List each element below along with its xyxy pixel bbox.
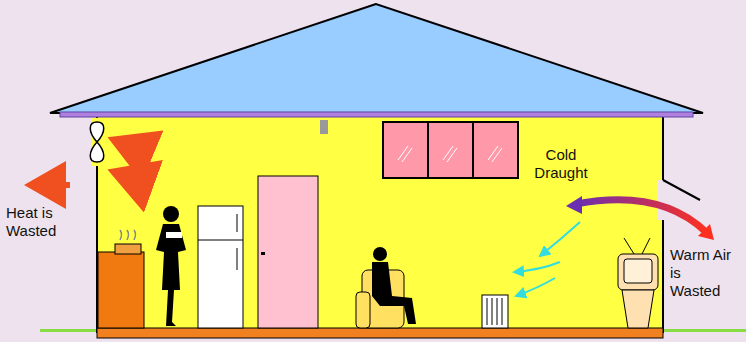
wall-gap (658, 180, 668, 220)
arrowhead (566, 196, 582, 214)
draught-arrow (540, 222, 580, 256)
roof (50, 4, 703, 113)
ceiling-insulation (60, 112, 693, 117)
house-wall (97, 116, 663, 332)
person-standing (156, 206, 186, 326)
floor (97, 328, 663, 338)
window (383, 122, 518, 178)
stove (98, 230, 144, 328)
cold-draught-label: Cold Draught (530, 146, 592, 182)
light-fitting (320, 120, 328, 134)
arrowhead (698, 224, 714, 240)
heat-arrow (30, 182, 70, 188)
heater (482, 295, 508, 328)
draught-arrow (514, 262, 560, 272)
draught-arrow (516, 278, 555, 296)
heat-arrow (114, 172, 150, 185)
heat-wasted-label: Heat is Wasted (6, 204, 62, 240)
door (258, 176, 318, 328)
fridge (198, 206, 243, 328)
draught-double-arrow (576, 200, 706, 232)
exhaust-fan (90, 118, 104, 166)
person-seated (372, 247, 416, 324)
heat-arrow (114, 140, 150, 155)
warm-air-label: Warm Air is Wasted (670, 246, 734, 300)
television (618, 238, 658, 328)
window-flap (663, 180, 700, 200)
